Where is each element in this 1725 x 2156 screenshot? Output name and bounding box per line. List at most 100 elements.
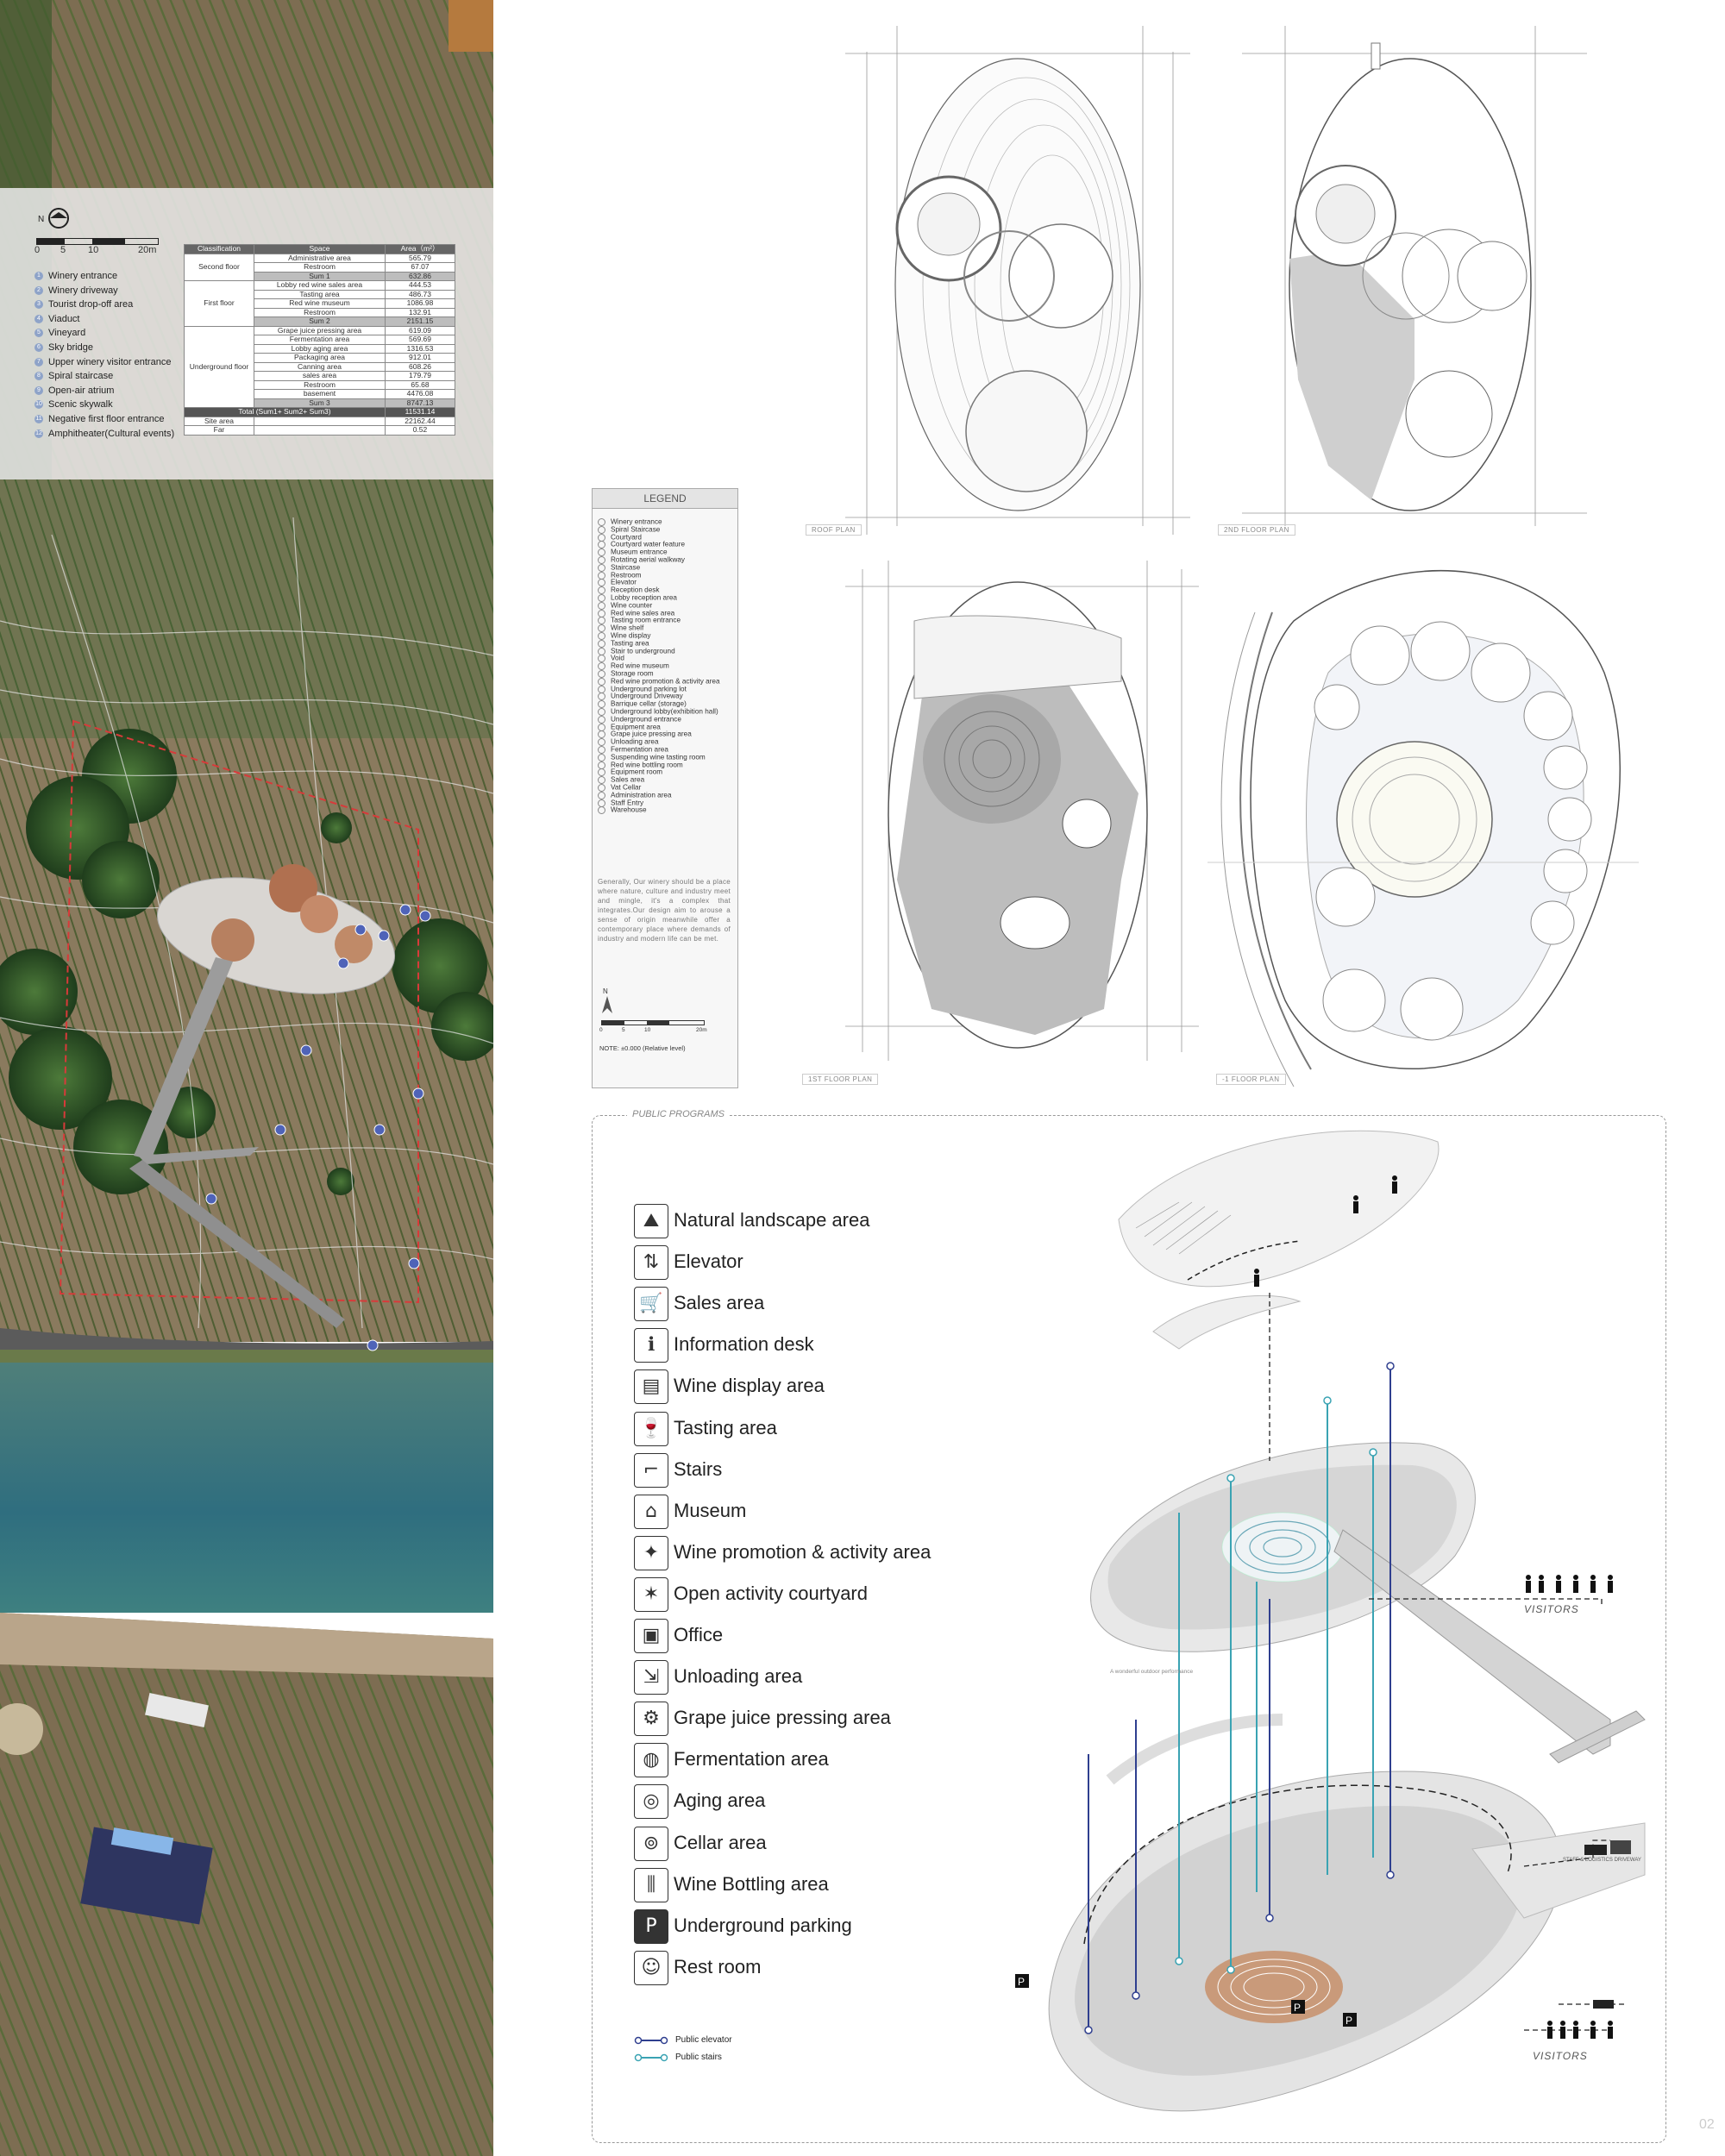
legend-number-circle (598, 761, 605, 769)
site-legend-label: Open-air atrium (48, 385, 115, 396)
table-cell: Fermentation area (254, 335, 386, 345)
site-legend-label: Sky bridge (48, 342, 93, 353)
outdoor-performance-label: A wonderful outdoor performance (1110, 1669, 1194, 1675)
legend-item: Unloading area (598, 738, 659, 747)
legend-item-label: Red wine bottling room (611, 761, 683, 769)
legend-item-label: Fermentation area (611, 745, 668, 754)
program-label: Tasting area (674, 1416, 777, 1438)
site-legend-number: 5 (34, 329, 43, 338)
table-cell: Lobby red wine sales area (254, 280, 386, 291)
program-label: Wine display area (674, 1375, 825, 1397)
elevator-icon: ⇅ (634, 1245, 668, 1281)
basement-floor-plan (1208, 570, 1639, 1087)
program-label: Museum (674, 1499, 747, 1521)
table-cell: 132.91 (385, 307, 455, 317)
table-cell: Sum 3 (254, 398, 386, 408)
table-cell: 2151.15 (385, 317, 455, 327)
legend-item-label: Staircase (611, 563, 641, 572)
scale-label: 0 (599, 1027, 603, 1033)
legend-item-label: Administration area (611, 791, 672, 799)
table-cell: Restroom (254, 379, 386, 390)
legend-item: Reception desk (598, 586, 659, 595)
roof-plan (894, 58, 1141, 511)
legend-number-circle (598, 525, 605, 534)
table-header: Space (254, 244, 386, 254)
program-label: Rest room (674, 1955, 762, 1977)
legend-number-circle (598, 624, 605, 633)
table-cell: 565.79 (385, 253, 455, 263)
legend-number-circle (598, 647, 605, 655)
key-swatches (634, 2036, 668, 2062)
table-cell: basement (254, 389, 386, 399)
courtyard-icon: ✶ (634, 1576, 668, 1612)
table-cell: 619.09 (385, 325, 455, 335)
legend-number-circle (598, 768, 605, 777)
north-arrow-icon: N (34, 207, 72, 234)
legend-number-circle (598, 791, 605, 799)
stairs-icon: ⌐ (634, 1452, 668, 1488)
area-table: Classification Space Area（m²） Second flo… (184, 244, 455, 436)
table-cell: 67.07 (385, 262, 455, 273)
site-legend-number: 7 (34, 357, 43, 367)
table-cell: 0.52 (385, 425, 455, 436)
legend-number-circle (598, 533, 605, 542)
table-cell: Tasting area (254, 289, 386, 299)
first-floor-plan-label: 1ST FLOOR PLAN (802, 1074, 879, 1085)
table-cell: Total (Sum1+ Sum2+ Sum3) (184, 407, 386, 417)
legend-number-circle (598, 693, 605, 701)
legend-item-label: Wine display (611, 631, 651, 640)
legend-item: Tasting room entrance (598, 617, 681, 625)
scale-bar (36, 238, 159, 245)
landscape-icon: ⛰ (634, 1204, 668, 1238)
table-cell: 569.69 (385, 335, 455, 345)
legend-item-label: Suspending wine tasting room (611, 753, 706, 761)
legend-item-label: Sales area (611, 775, 645, 784)
table-cell: 8747.13 (385, 398, 455, 408)
legend-number-circle (598, 617, 605, 625)
north-arrow-icon (602, 996, 612, 1013)
site-legend-number: 2 (34, 285, 43, 295)
table-cell: Restroom (254, 307, 386, 317)
legend-item: Tasting area (598, 640, 649, 648)
legend-item-label: Equipment area (611, 723, 661, 731)
table-cell (254, 425, 386, 436)
table-cell: 912.01 (385, 353, 455, 363)
legend-item-label: Wine counter (611, 601, 653, 610)
legend-item: Red wine sales area (598, 609, 674, 617)
legend-number-circle (598, 685, 605, 693)
site-legend-number: 4 (34, 314, 43, 323)
legend-number-circle (598, 548, 605, 557)
table-cell: 4476.08 (385, 389, 455, 399)
key-elevator-label: Public elevator (675, 2035, 732, 2045)
legend-item: Barrique cellar (storage) (598, 700, 687, 709)
program-label: Office (674, 1624, 724, 1645)
legend-item-label: Void (611, 655, 624, 663)
information-desk-icon: ℹ (634, 1328, 668, 1363)
program-label: Unloading area (674, 1665, 803, 1688)
scale-label: 10 (88, 245, 99, 255)
wine-promotion-icon: ✦ (634, 1535, 668, 1570)
legend-item-label: Underground parking lot (611, 685, 687, 693)
legend-item: Underground entrance (598, 716, 681, 724)
site-legend-label: Spiral staircase (48, 371, 114, 382)
legend-number-circle (598, 556, 605, 564)
legend-item: Lobby reception area (598, 594, 677, 602)
tasting-icon: 🍷 (634, 1411, 668, 1446)
visitor-figures-lower (1547, 2021, 1613, 2039)
sales-icon: 🛒 (634, 1287, 668, 1322)
legend-item: Warehouse (598, 806, 647, 815)
legend-item-label: Red wine museum (611, 661, 669, 670)
table-cell: Underground floor (184, 325, 254, 408)
legend-item: Red wine museum (598, 661, 669, 671)
legend-number-circle (598, 677, 605, 686)
legend-number-circle (598, 799, 605, 807)
legend-number-circle (598, 579, 605, 587)
site-legend-number: 6 (34, 343, 43, 353)
parking-icon: P (1015, 1974, 1029, 1988)
site-legend-number: 11 (34, 415, 43, 424)
